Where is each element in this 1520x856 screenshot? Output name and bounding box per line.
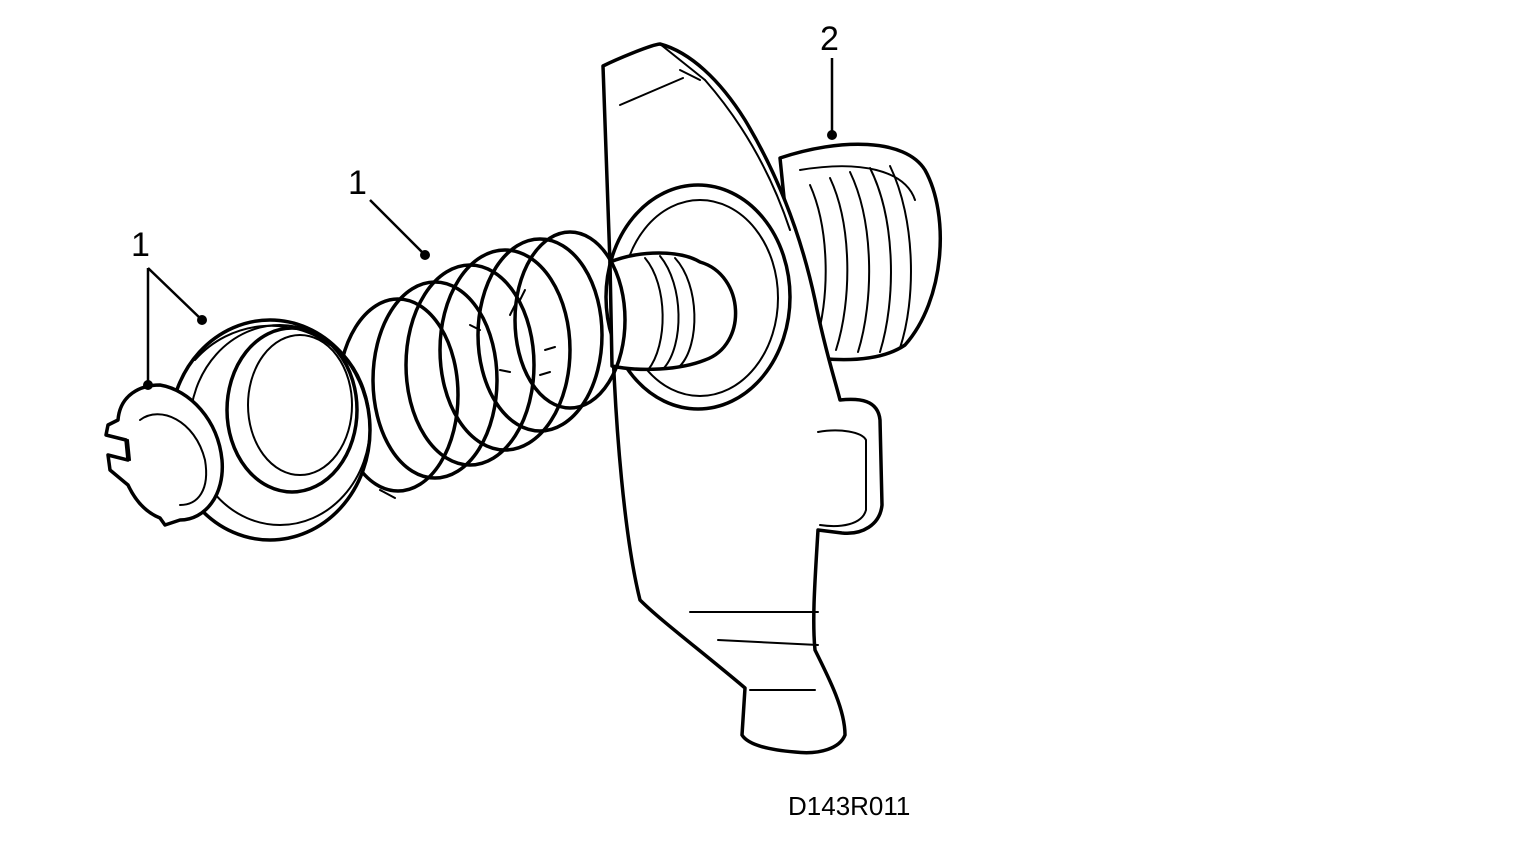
drawing-code: D143R011 — [788, 791, 910, 821]
callout-label-lever: 2 — [820, 20, 839, 58]
lever-assembly — [601, 42, 943, 755]
callout-part1-clip: 1 — [131, 226, 207, 390]
retaining-clip — [104, 383, 224, 527]
callout-part2-lever: 2 — [820, 20, 839, 140]
bellows-boot — [778, 142, 943, 362]
shaft — [608, 251, 738, 372]
callout-label-clip: 1 — [131, 226, 150, 264]
callout-label-spring: 1 — [348, 164, 367, 202]
callout-part1-spring: 1 — [348, 164, 430, 260]
coil-spring — [336, 230, 627, 499]
